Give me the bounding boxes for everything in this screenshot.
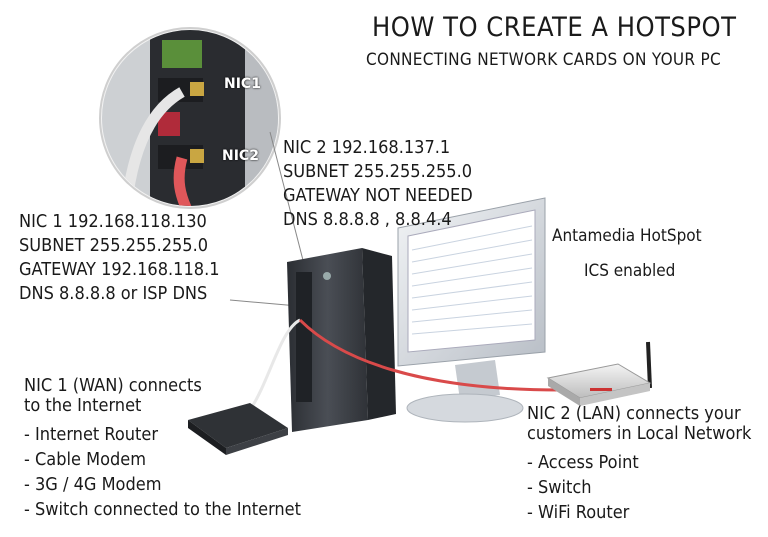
nic1-photo-label: NIC1 [224,76,261,92]
wan-block: NIC 1 (WAN) connects to the Internet - I… [24,376,301,522]
nic2-ip: NIC 2 192.168.137.1 [283,137,451,158]
monitor [397,197,546,423]
nic2-config-block: NIC 2 192.168.137.1 SUBNET 255.255.255.0… [283,136,473,232]
wan-item: - Cable Modem [24,449,147,470]
red-cable [298,318,561,392]
wan-heading-line2: to the Internet [24,395,142,416]
software-name: Antamedia HotSpot [552,226,702,246]
page-subtitle: CONNECTING NETWORK CARDS ON YOUR PC [366,50,722,70]
nic1-ip: NIC 1 192.168.118.130 [19,211,207,232]
nic2-dns: DNS 8.8.8.8 , 8.8.4.4 [283,209,452,230]
lan-item: - WiFi Router [527,502,630,523]
wifi-router [546,341,652,406]
nic2-photo-label: NIC2 [222,148,259,164]
pc-tower [287,248,396,432]
page-title: HOW TO CREATE A HOTSPOT [372,12,737,43]
wan-item: - Internet Router [24,424,158,445]
lan-item: - Access Point [527,452,639,473]
lan-heading-line1: NIC 2 (LAN) connects your [527,403,741,424]
nic1-dns: DNS 8.8.8.8 or ISP DNS [19,283,208,304]
white-cable [248,318,301,411]
wan-heading-line1: NIC 1 (WAN) connects [24,375,202,396]
wan-item: - Switch connected to the Internet [24,499,301,520]
nic1-config-block: NIC 1 192.168.118.130 SUBNET 255.255.255… [19,210,220,306]
modem [188,403,288,455]
nic2-subnet: SUBNET 255.255.255.0 [283,161,473,182]
lan-block: NIC 2 (LAN) connects your customers in L… [527,404,751,525]
lan-item: - Switch [527,477,592,498]
wan-item: - 3G / 4G Modem [24,474,162,495]
nic2-gateway: GATEWAY NOT NEEDED [283,185,473,206]
nic1-gateway: GATEWAY 192.168.118.1 [19,259,220,280]
lan-heading-line2: customers in Local Network [527,423,752,444]
nic-closeup-photo [99,27,281,209]
nic1-subnet: SUBNET 255.255.255.0 [19,235,209,256]
software-status: ICS enabled [584,261,676,281]
